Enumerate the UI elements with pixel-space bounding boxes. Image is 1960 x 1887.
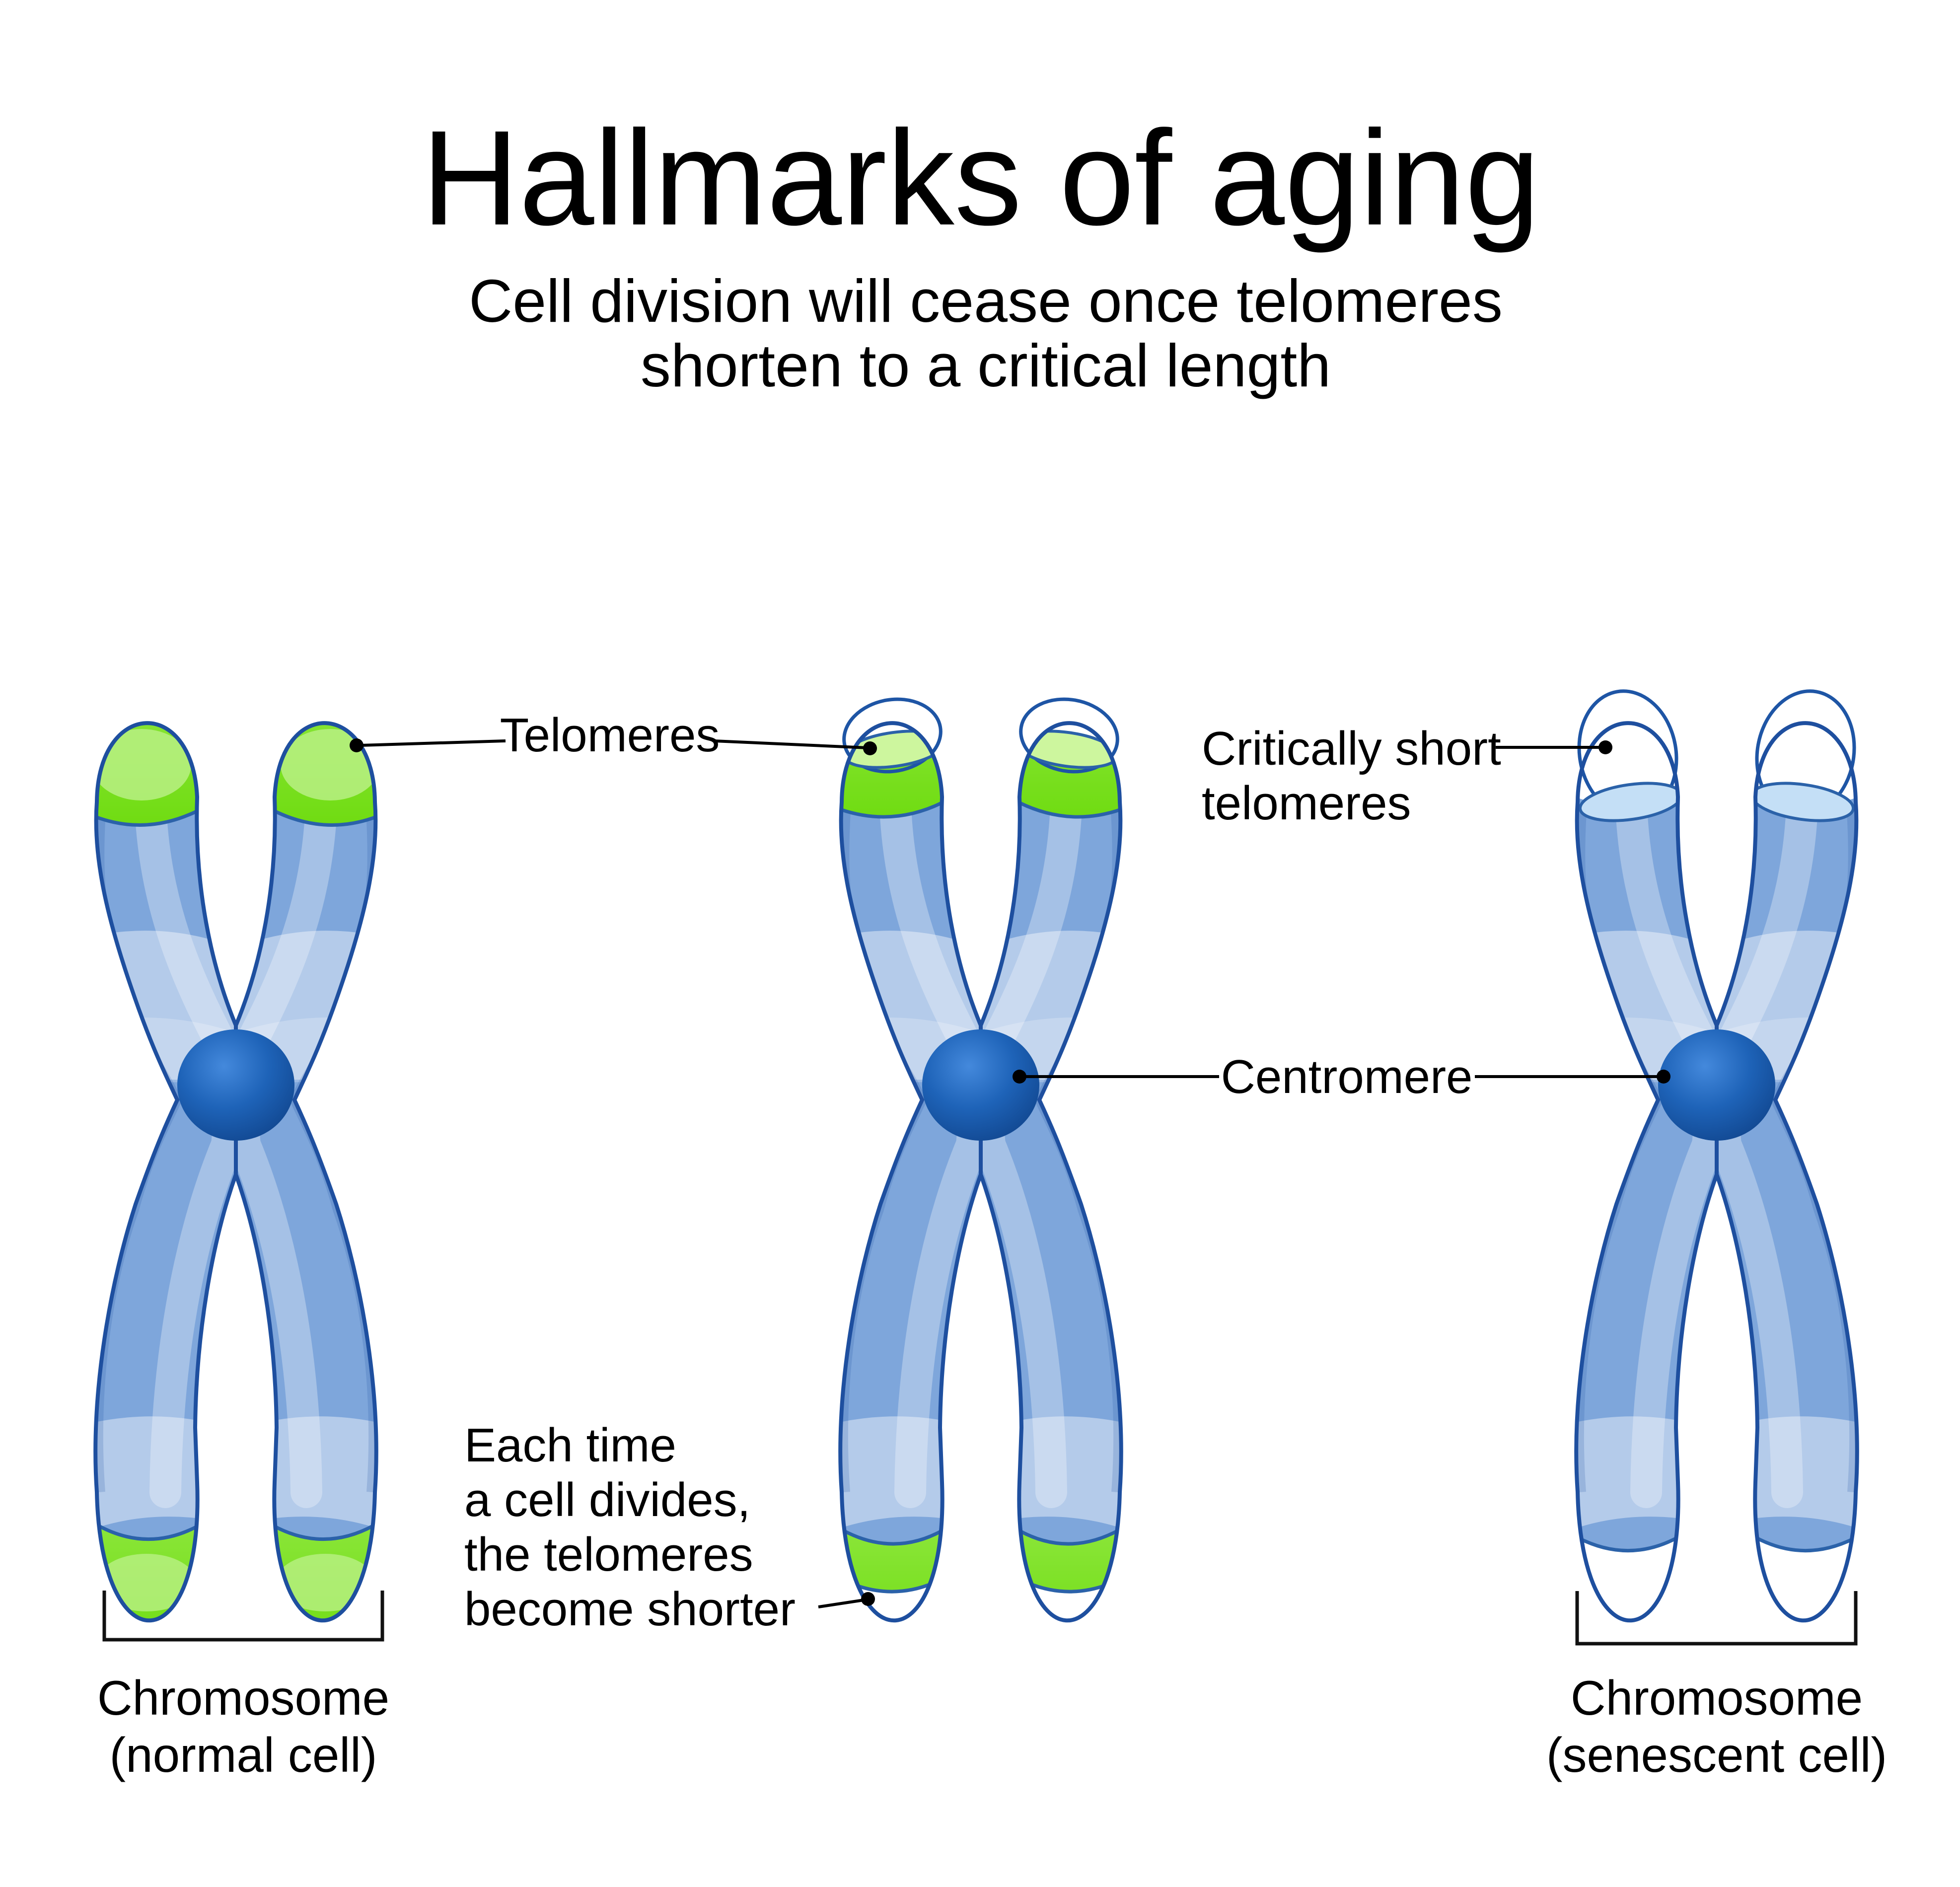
label-critically-short-line2: telomeres: [1202, 777, 1411, 830]
label-division-note-line1: Each time: [464, 1419, 676, 1472]
caption-senescent-line2: (senescent cell): [1546, 1728, 1887, 1782]
telomeres-pointer-line-left: [360, 739, 506, 747]
centromere-pointer-dot-left: [1013, 1070, 1026, 1084]
chromosome-dividing-illustration: [817, 697, 1145, 1654]
centromere-shape: [1658, 1029, 1775, 1141]
telomeres-pointer-line-right: [714, 739, 869, 749]
caption-normal-line1: Chromosome: [97, 1670, 389, 1725]
chromosome-normal-illustration: [72, 688, 400, 1651]
centromere-shape: [177, 1029, 294, 1141]
centromere-pointer-dot-right: [1657, 1070, 1670, 1084]
bracket-normal-cell: [102, 1591, 384, 1642]
division-note-pointer-dot: [861, 1592, 875, 1606]
label-division-note-line3: the telomeres: [464, 1528, 753, 1581]
bracket-senescent-cell: [1575, 1591, 1858, 1646]
division-note-pointer-line: [818, 1598, 865, 1608]
label-division-note-line4: become shorter: [464, 1583, 796, 1636]
label-telomeres: Telomeres: [500, 709, 720, 762]
subtitle-line-1: Cell division will cease once telomeres: [469, 267, 1503, 335]
empty-telomere-loop: [842, 697, 943, 774]
caption-normal-line2: (normal cell): [109, 1728, 377, 1782]
caption-senescent-line1: Chromosome: [1571, 1670, 1863, 1725]
label-division-note-line2: a cell divides,: [464, 1473, 750, 1526]
chromosome-senescent-illustration: [1553, 689, 1881, 1654]
centromere-shape: [922, 1029, 1039, 1141]
page-title: Hallmarks of aging: [422, 102, 1540, 254]
telomeres-pointer-dot-right: [863, 741, 877, 755]
label-critically-short-line1: Critically short: [1202, 722, 1501, 775]
critically-short-pointer-dot: [1598, 740, 1612, 754]
label-centromere: Centromere: [1221, 1050, 1473, 1103]
telomeres-pointer-dot-left: [350, 738, 363, 752]
subtitle-line-2: shorten to a critical length: [641, 332, 1331, 399]
